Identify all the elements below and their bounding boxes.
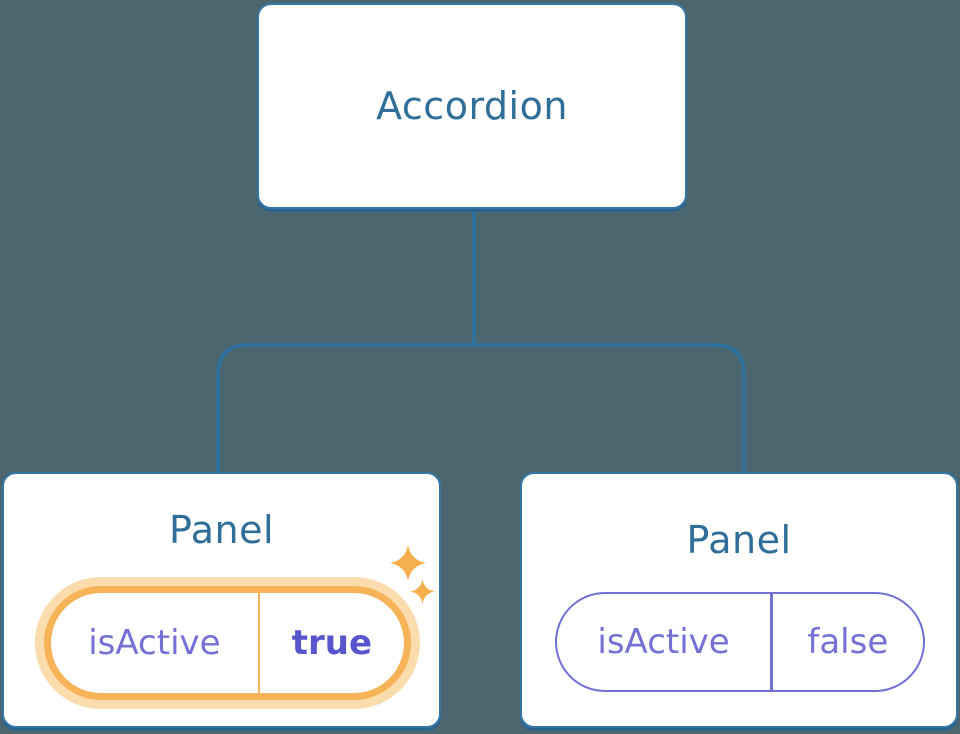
child-node-panel-active: Panel isActive true: [2, 472, 441, 728]
sparkle-icon: [390, 545, 426, 581]
sparkle-icon: [410, 579, 435, 604]
child-node-panel-inactive: Panel isActive false: [520, 472, 958, 728]
state-pill-divider: [770, 594, 773, 690]
state-pill-inactive: isActive false: [555, 592, 925, 692]
root-node-accordion: Accordion: [257, 3, 687, 209]
panel-label: Panel: [168, 508, 274, 552]
root-node-label: Accordion: [376, 84, 568, 128]
state-pill-active: isActive true: [44, 586, 411, 700]
state-key-label: isActive: [597, 622, 730, 662]
state-key-label: isActive: [88, 623, 221, 663]
panel-label: Panel: [686, 518, 792, 562]
state-value: false: [807, 622, 889, 662]
state-value: true: [291, 623, 373, 663]
state-pill-divider: [257, 593, 260, 693]
